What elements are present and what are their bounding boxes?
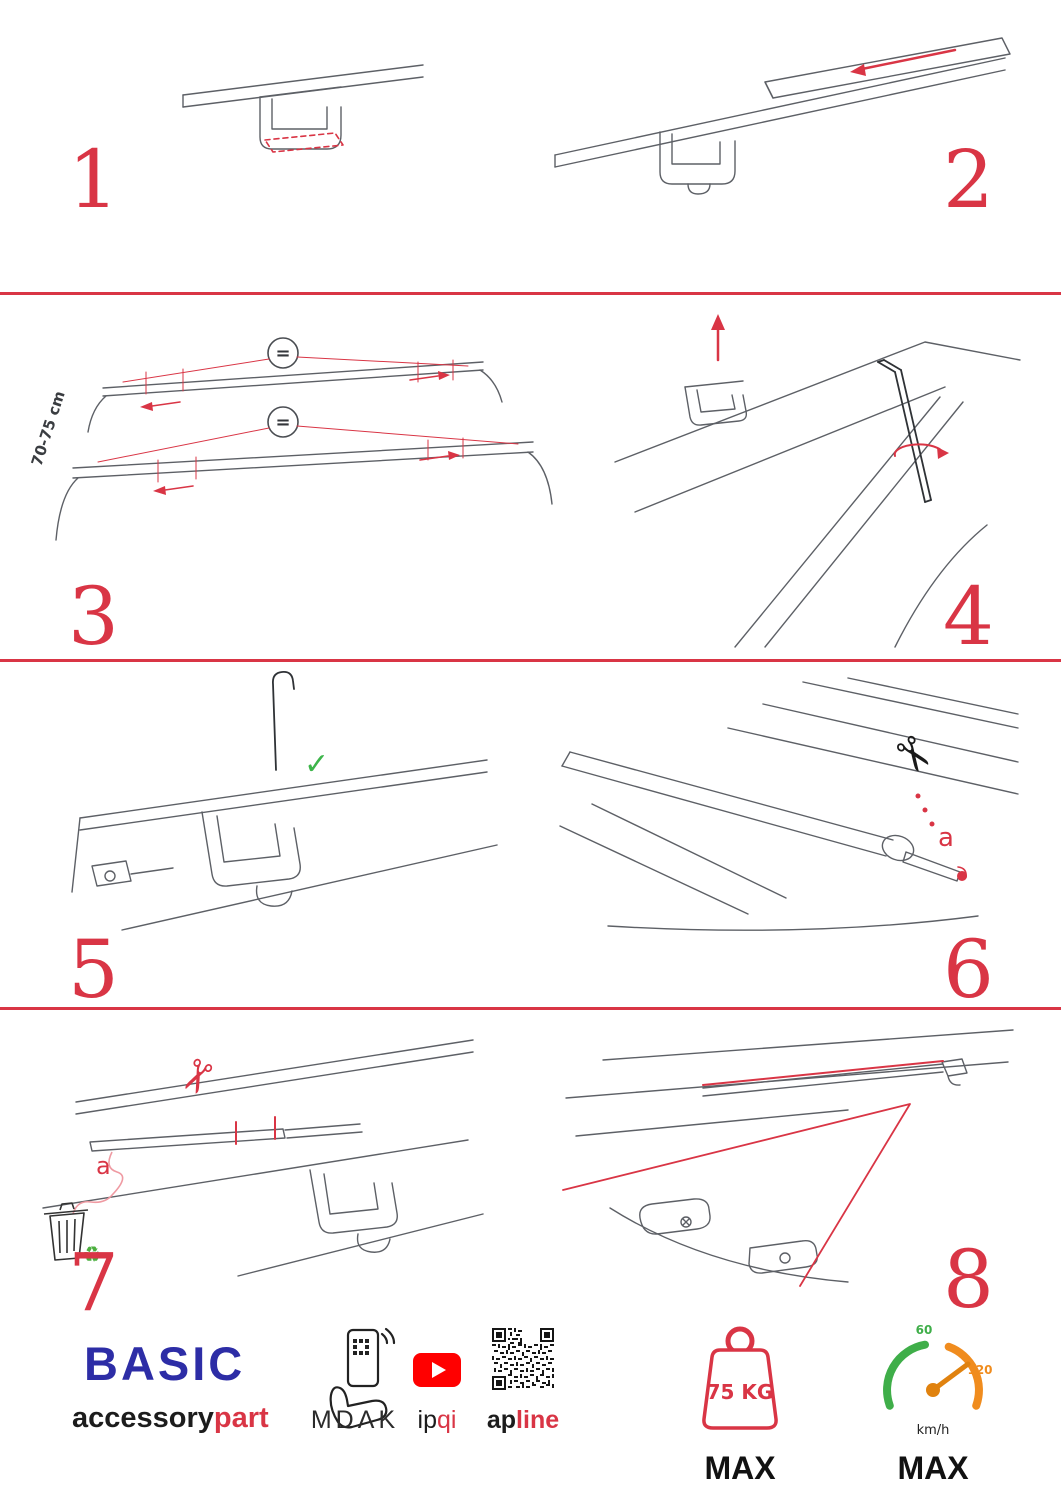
brand-tagline: accessorypart: [72, 1402, 269, 1435]
ipqi-black: ip: [417, 1406, 437, 1434]
allen-key: [877, 359, 932, 503]
rotate-arrow: [893, 443, 949, 459]
equal-spacing-callouts: = =: [97, 337, 519, 463]
ipqi-red: qi: [437, 1406, 457, 1434]
qr-code-icon: [490, 1326, 556, 1392]
step-2-number: 2: [943, 133, 994, 226]
dimension-marks: [140, 359, 464, 495]
weight-value: 75 KG: [707, 1380, 774, 1404]
step-8-drawing: [562, 1029, 1014, 1287]
guide-lines: [562, 1103, 911, 1287]
section-divider-2: [0, 659, 1061, 662]
discard-path: [72, 1151, 124, 1215]
partner-mdak: MDΛK: [310, 1406, 400, 1434]
brand-logo: BASIC: [84, 1337, 246, 1390]
apline-red: line: [516, 1406, 560, 1434]
phone-qr-scan-icon: [329, 1327, 396, 1429]
tagline-part: part: [213, 1402, 269, 1434]
section-divider-3: [0, 1007, 1061, 1010]
scissors-icon: ✂: [165, 1049, 227, 1104]
step-2-drawing: [554, 37, 1011, 195]
cut-point-label: a: [938, 823, 954, 853]
rubber-strip-end: [957, 866, 967, 881]
slide-arrow: [850, 48, 957, 76]
step-5-drawing: ✓: [71, 671, 498, 931]
step-1-drawing: [182, 64, 424, 153]
check-icon: ✓: [304, 747, 329, 782]
equal-sign-top: =: [275, 343, 290, 364]
speedometer-needle: [930, 1361, 971, 1393]
step-1-number: 1: [68, 133, 119, 226]
step-6-drawing: ✂ a: [559, 677, 1019, 931]
step-4-drawing: [614, 314, 1021, 648]
partner-ipqi: ipqi: [404, 1406, 470, 1435]
recycle-icon: ♻: [82, 1243, 102, 1268]
step-5-number: 5: [68, 923, 119, 1016]
trash-can-icon: [43, 1202, 89, 1261]
cut-dots: [915, 793, 935, 827]
strip-highlight: [702, 1060, 944, 1086]
cut-marks: [235, 1116, 276, 1145]
insert-arrow: [711, 314, 725, 362]
max-weight-icon: 75 KG: [702, 1326, 778, 1430]
step-8-number: 8: [943, 1233, 994, 1326]
speed-unit-label: km/h: [917, 1423, 950, 1438]
step-3-number: 3: [68, 570, 119, 663]
step-7-drawing: ✂ a ♻: [42, 1039, 484, 1277]
step-7-number: 7: [68, 1236, 119, 1329]
step-6-number: 6: [943, 923, 994, 1016]
step-4-number: 4: [943, 570, 994, 663]
bar-distance-label: 70-75 cm: [28, 389, 69, 468]
apline-black: ap: [486, 1406, 517, 1434]
weight-max-label: MAX: [704, 1450, 776, 1486]
step-3-drawing: = = 70-75 cm: [28, 337, 553, 541]
youtube-icon: [413, 1353, 461, 1387]
cut-point-label: a: [96, 1152, 111, 1180]
speedometer-icon: 60 120 km/h: [883, 1323, 993, 1438]
speed-tick-60: 60: [916, 1323, 933, 1337]
highlight-box: [264, 132, 344, 153]
tagline-accessory: accessory: [72, 1402, 214, 1434]
equal-sign-bottom: =: [275, 412, 290, 433]
section-divider-1: [0, 292, 1061, 295]
partner-apline: apline: [486, 1406, 560, 1435]
speed-tick-120: 120: [967, 1363, 992, 1377]
speed-max-label: MAX: [897, 1450, 969, 1486]
